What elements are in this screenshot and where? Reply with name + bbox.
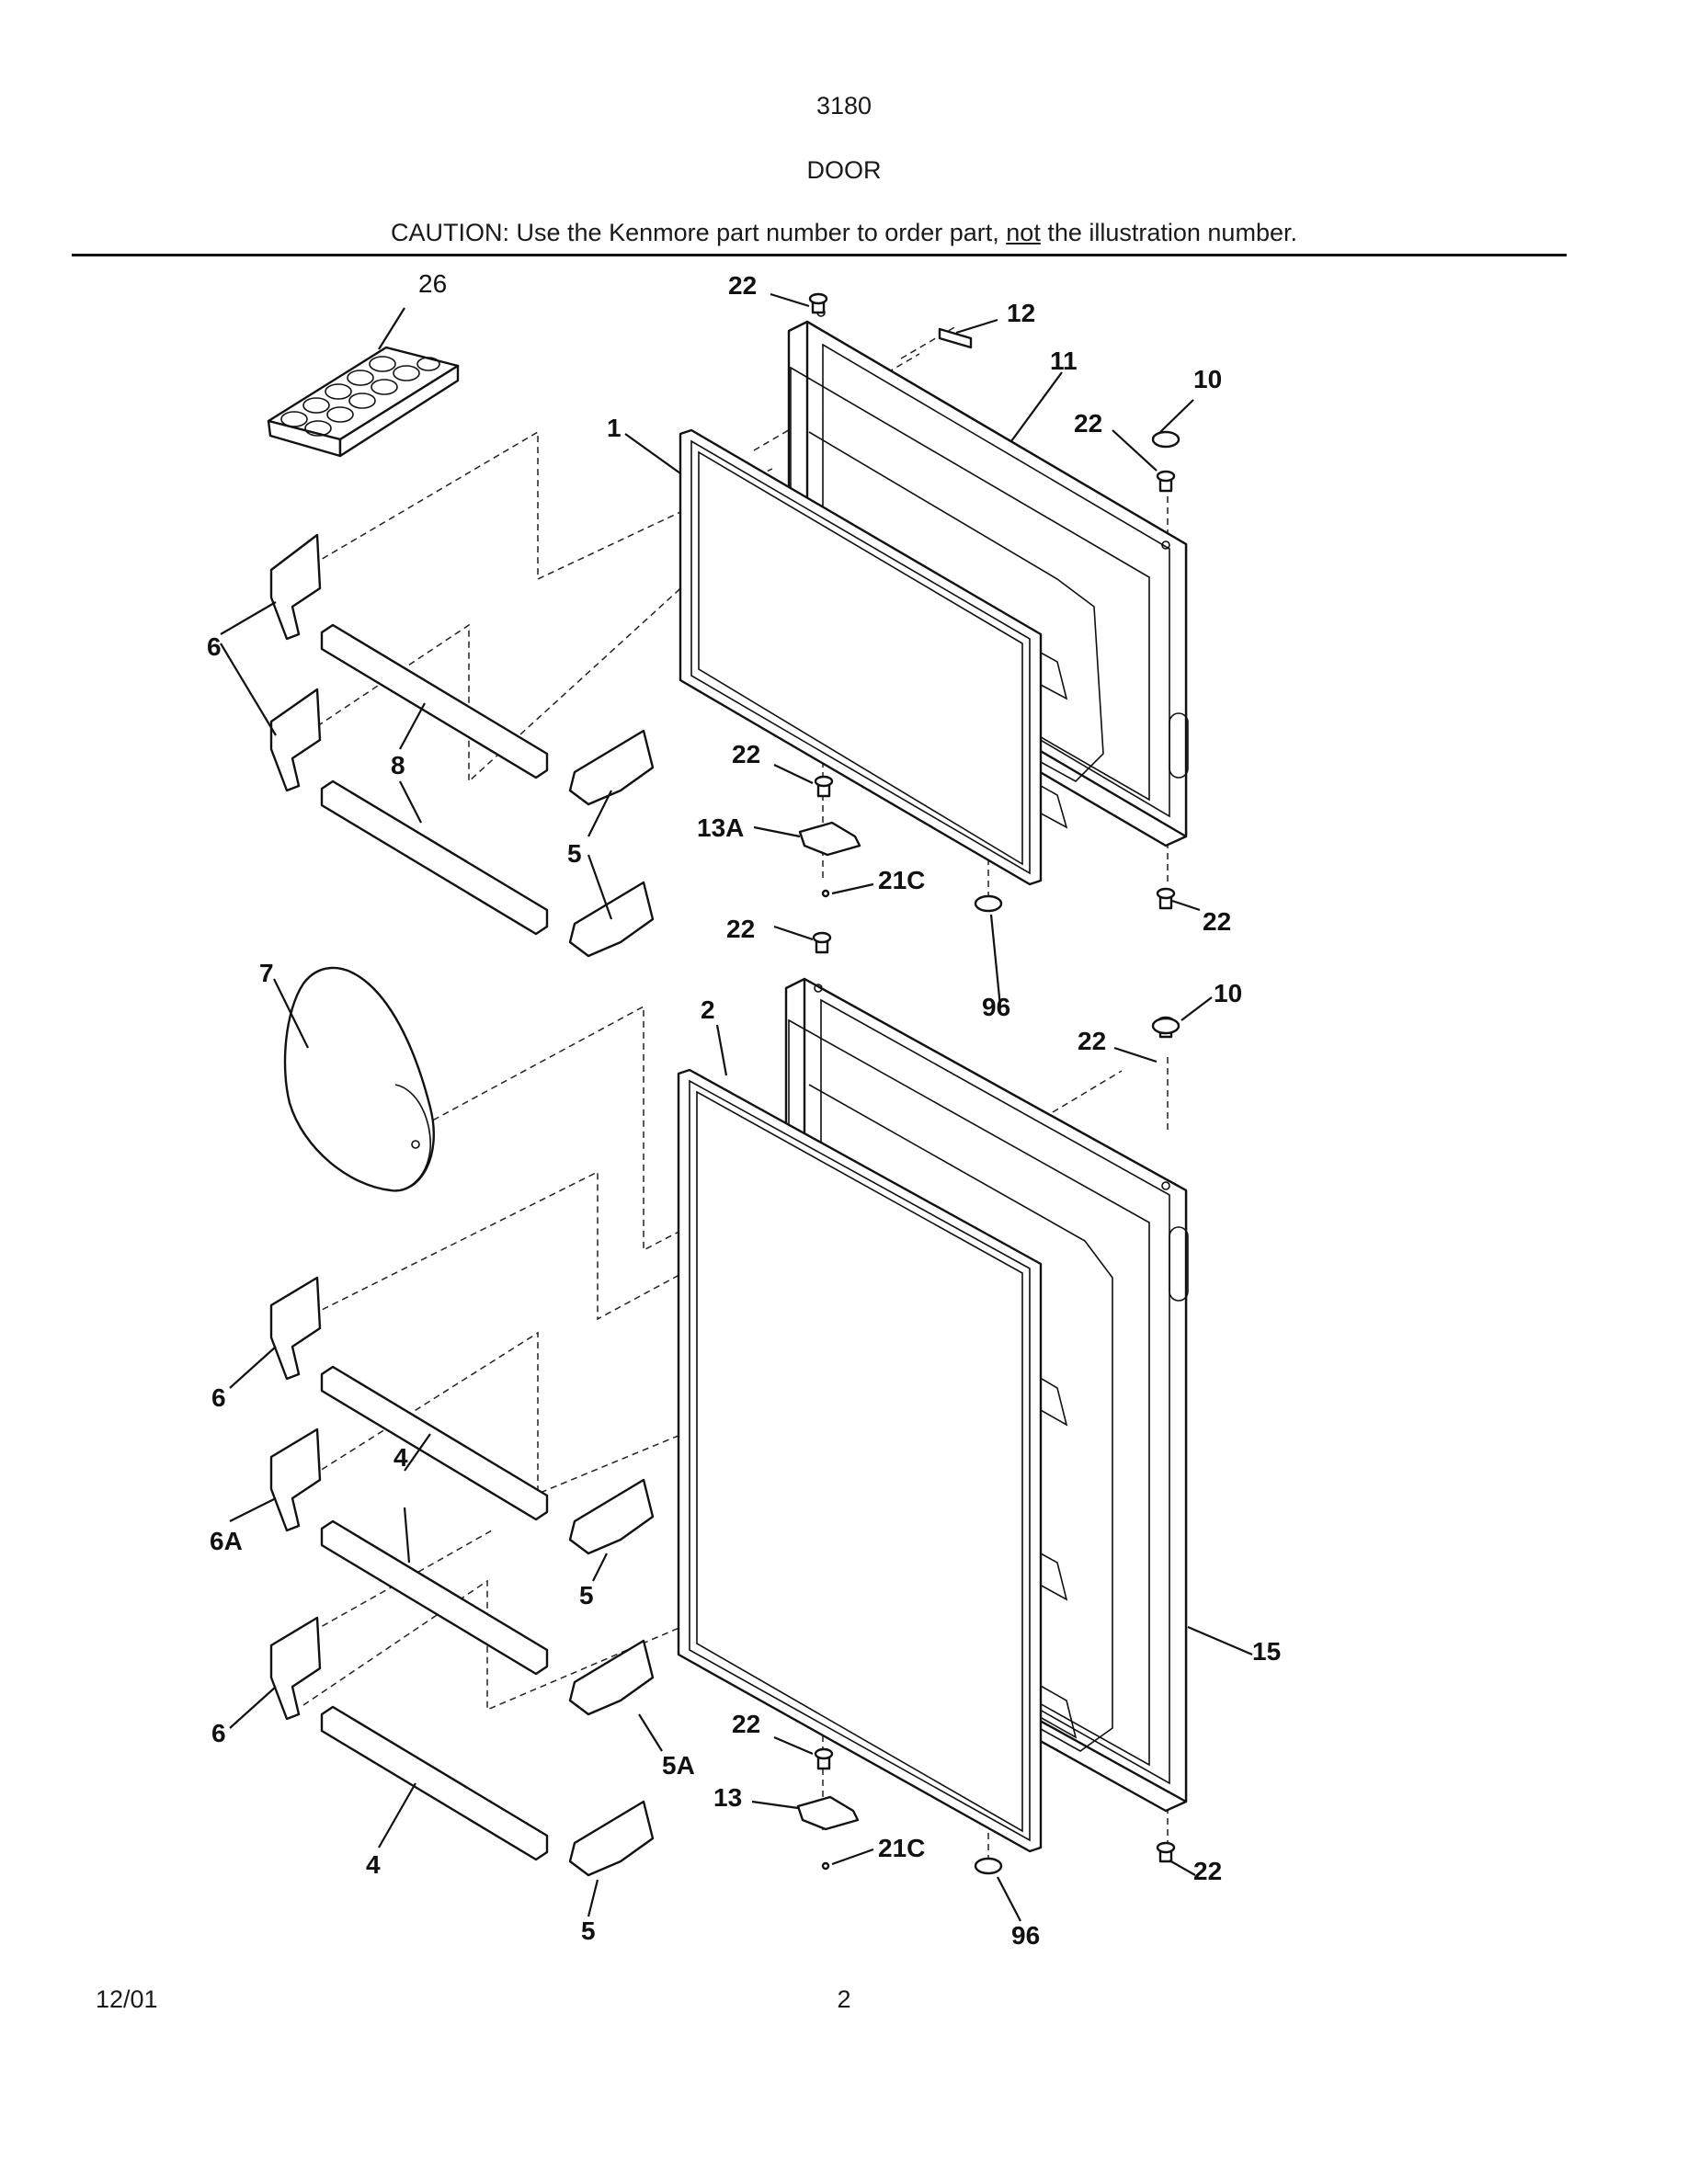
callout-4-b: 4 <box>366 1850 381 1879</box>
callout-5-a: 5 <box>567 839 582 868</box>
callout-6A: 6A <box>210 1527 243 1555</box>
hardware-parts <box>796 292 1180 1875</box>
callout-21C-b: 21C <box>878 1834 925 1862</box>
callout-96-b: 96 <box>1011 1921 1040 1950</box>
callout-26: 26 <box>418 269 447 298</box>
caution-underlined-word: not <box>1006 219 1041 246</box>
shelf-right-caps <box>568 729 655 1877</box>
callout-22-top: 22 <box>728 271 757 300</box>
callout-6-a: 6 <box>207 632 222 661</box>
callout-21C-a: 21C <box>878 866 925 894</box>
caution-note: CAUTION: Use the Kenmore part number to … <box>0 219 1688 247</box>
callout-7: 7 <box>259 959 274 987</box>
callout-6-b: 6 <box>211 1383 226 1412</box>
callout-labels: 26 22 12 11 10 22 1 6 8 22 13A 5 21C 22 … <box>207 269 1281 1950</box>
leader-lines <box>220 292 1253 1922</box>
shelf-left-caps <box>269 533 322 1721</box>
freezer-gasket-part <box>679 428 1043 886</box>
ice-tray-part <box>267 346 460 458</box>
callout-10-top: 10 <box>1193 365 1222 393</box>
callout-6-c: 6 <box>211 1719 226 1747</box>
callout-5A: 5A <box>662 1751 695 1780</box>
callout-10-lower: 10 <box>1214 979 1242 1007</box>
revision-date: 12/01 <box>96 1985 158 2013</box>
callout-13A: 13A <box>697 813 744 842</box>
callout-22-lower-right: 22 <box>1078 1027 1106 1055</box>
callout-13: 13 <box>713 1783 742 1812</box>
callout-5-b: 5 <box>579 1581 594 1610</box>
callout-22-lower-hinge: 22 <box>732 1710 760 1738</box>
callout-1: 1 <box>607 414 622 442</box>
callout-4-a: 4 <box>393 1443 408 1472</box>
page-number: 2 <box>837 1985 851 2013</box>
callout-22-top-right: 22 <box>1074 409 1102 438</box>
dairy-compartment-part <box>283 966 435 1192</box>
callout-96-a: 96 <box>982 993 1010 1021</box>
callout-2: 2 <box>701 995 715 1024</box>
model-number: 3180 <box>815 92 873 119</box>
caution-prefix: CAUTION: Use the Kenmore part number to … <box>391 219 1007 246</box>
section-title: DOOR <box>806 156 882 184</box>
callout-8: 8 <box>391 751 405 779</box>
callout-11: 11 <box>1050 347 1078 375</box>
fresh-food-gasket-part <box>677 1068 1043 1853</box>
shelf-bars <box>320 623 549 1861</box>
callout-22-mid-hinge: 22 <box>732 740 760 768</box>
callout-22-lower-bottom-right: 22 <box>1193 1857 1222 1885</box>
callout-12: 12 <box>1007 299 1035 327</box>
callout-5-c: 5 <box>581 1917 596 1945</box>
callout-15: 15 <box>1252 1637 1281 1666</box>
callout-22-upper-bottom-right: 22 <box>1203 907 1231 936</box>
callout-22-lower-top: 22 <box>726 915 755 943</box>
caution-suffix: the illustration number. <box>1040 219 1297 246</box>
header-rule <box>72 254 1567 256</box>
